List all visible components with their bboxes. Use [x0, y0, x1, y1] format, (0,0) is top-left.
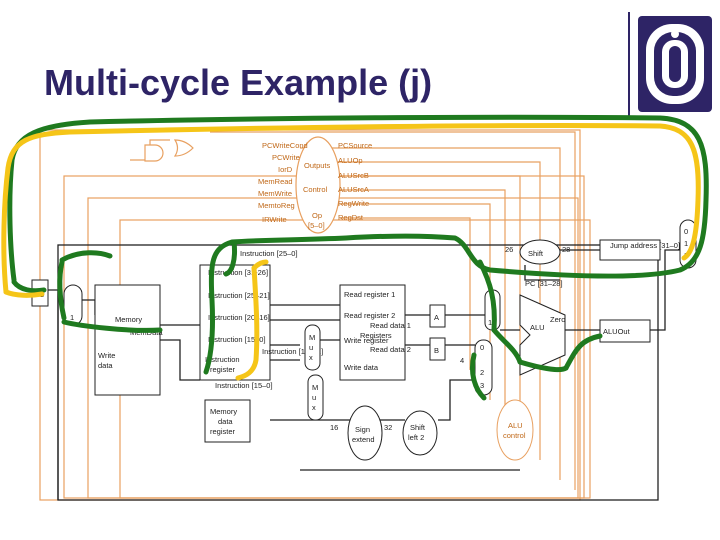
svg-text:Instruction [20–16]: Instruction [20–16]: [208, 313, 270, 322]
aluout-register: ALUOut: [599, 319, 651, 343]
shift-left-top: Shift 26 28 PC [31–28]: [505, 239, 570, 288]
svg-text:Shift: Shift: [528, 249, 544, 258]
svg-text:Shift: Shift: [410, 423, 426, 432]
svg-text:Instruction [15–11]: Instruction [15–11]: [262, 347, 323, 356]
svg-text:Read data 1: Read data 1: [370, 321, 411, 330]
svg-text:Memory: Memory: [210, 407, 237, 416]
control-signal-labels: PCWriteCond PCWrite IorD MemRead MemWrit…: [258, 141, 372, 224]
svg-text:MemWrite: MemWrite: [258, 189, 292, 198]
sign-extend: Sign extend 16 32: [330, 405, 392, 461]
mux-regdst: M u x: [304, 324, 321, 371]
svg-text:data: data: [218, 417, 233, 426]
svg-text:Sign: Sign: [355, 425, 370, 434]
highlight-yellow-path: [1, 122, 701, 381]
memory-data-register: Memory data register: [204, 399, 251, 443]
slide-title: Multi-cycle Example (j): [44, 62, 433, 103]
svg-text:Outputs: Outputs: [304, 161, 331, 170]
svg-text:control: control: [503, 431, 526, 440]
svg-text:IorD: IorD: [278, 165, 293, 174]
svg-text:extend: extend: [352, 435, 375, 444]
svg-text:1: 1: [488, 318, 492, 327]
mux-alusrcb: 0 2 3: [474, 339, 493, 396]
svg-text:1: 1: [70, 313, 74, 322]
svg-text:Op: Op: [312, 211, 322, 220]
svg-text:ALU: ALU: [530, 323, 545, 332]
svg-text:ALU: ALU: [508, 421, 523, 430]
alu: ALU Zero: [519, 294, 566, 376]
svg-text:left 2: left 2: [408, 433, 424, 442]
title-divider: [628, 12, 630, 120]
svg-text:Instruction: Instruction: [205, 355, 240, 364]
svg-text:16: 16: [330, 423, 338, 432]
memory-unit: Memory MemData Write data: [94, 284, 163, 396]
svg-text:register: register: [210, 365, 236, 374]
svg-text:ALUOp: ALUOp: [338, 156, 363, 165]
multicycle-datapath-diagram: PC 1 Memory MemData Write data Instructi…: [1, 114, 709, 501]
shift-left-2: Shift left 2: [402, 410, 438, 456]
jump-address-box: Jump address [31–0]: [599, 239, 680, 261]
svg-text:Instruction [25–0]: Instruction [25–0]: [240, 249, 298, 258]
svg-text:A: A: [434, 313, 439, 322]
svg-text:2: 2: [480, 368, 484, 377]
svg-text:PCWrite: PCWrite: [272, 153, 300, 162]
alu-control: ALU control: [496, 399, 534, 461]
svg-text:PC [31–28]: PC [31–28]: [525, 279, 563, 288]
svg-text:Control: Control: [303, 185, 328, 194]
svg-text:Jump address [31–0]: Jump address [31–0]: [610, 241, 680, 250]
and-or-gates: [144, 139, 194, 162]
svg-text:Read register 2: Read register 2: [344, 311, 395, 320]
svg-text:x: x: [312, 403, 316, 412]
svg-text:28: 28: [562, 245, 570, 254]
svg-text:B: B: [434, 346, 439, 355]
memory-label: Memory: [115, 315, 142, 324]
svg-text:Read data 2: Read data 2: [370, 345, 411, 354]
svg-text:x: x: [309, 353, 313, 362]
svg-text:ALUSrcB: ALUSrcB: [338, 171, 369, 180]
highlight-green-path: [7, 114, 709, 401]
svg-text:Zero: Zero: [550, 315, 565, 324]
register-file: Read register 1 Read register 2 Write re…: [339, 284, 411, 381]
svg-text:0: 0: [480, 343, 484, 352]
svg-text:u: u: [309, 343, 313, 352]
svg-text:Instruction [15–0]: Instruction [15–0]: [215, 381, 273, 390]
svg-text:ALUSrcA: ALUSrcA: [338, 185, 369, 194]
svg-text:ALUOut: ALUOut: [603, 327, 631, 336]
svg-text:MemtoReg: MemtoReg: [258, 201, 295, 210]
register-a: A: [429, 304, 446, 328]
svg-text:MemRead: MemRead: [258, 177, 293, 186]
svg-text:26: 26: [505, 245, 513, 254]
control-unit: Outputs Control Op [5–0]: [295, 136, 341, 234]
svg-text:M: M: [309, 333, 315, 342]
svg-text:Instruction [25–21]: Instruction [25–21]: [208, 291, 270, 300]
constant-four: 4: [460, 356, 464, 365]
svg-text:IRWrite: IRWrite: [262, 215, 287, 224]
svg-text:register: register: [210, 427, 236, 436]
svg-text:M: M: [312, 383, 318, 392]
svg-text:PCWriteCond: PCWriteCond: [262, 141, 308, 150]
svg-text:Instruction [31-26]: Instruction [31-26]: [208, 268, 268, 277]
svg-text:RegWrite: RegWrite: [338, 199, 369, 208]
svg-text:PCSource: PCSource: [338, 141, 372, 150]
register-b: B: [429, 337, 446, 361]
mux-iord: 1: [63, 284, 83, 326]
svg-text:0: 0: [684, 227, 688, 236]
svg-text:Instruction [15–0]: Instruction [15–0]: [208, 335, 266, 344]
svg-text:data: data: [98, 361, 113, 370]
svg-text:Write: Write: [98, 351, 115, 360]
svg-text:Write register: Write register: [344, 336, 389, 345]
svg-text:[5–0]: [5–0]: [308, 221, 325, 230]
svg-text:1: 1: [684, 239, 688, 248]
svg-text:RegDst: RegDst: [338, 213, 364, 222]
university-seal-icon: [638, 16, 712, 112]
svg-text:Write data: Write data: [344, 363, 379, 372]
svg-text:Registers: Registers: [360, 331, 392, 340]
svg-text:32: 32: [384, 423, 392, 432]
svg-text:3: 3: [480, 381, 484, 390]
svg-text:Read register 1: Read register 1: [344, 290, 395, 299]
mux-memtoreg: M u x: [307, 374, 324, 421]
svg-text:u: u: [312, 393, 316, 402]
